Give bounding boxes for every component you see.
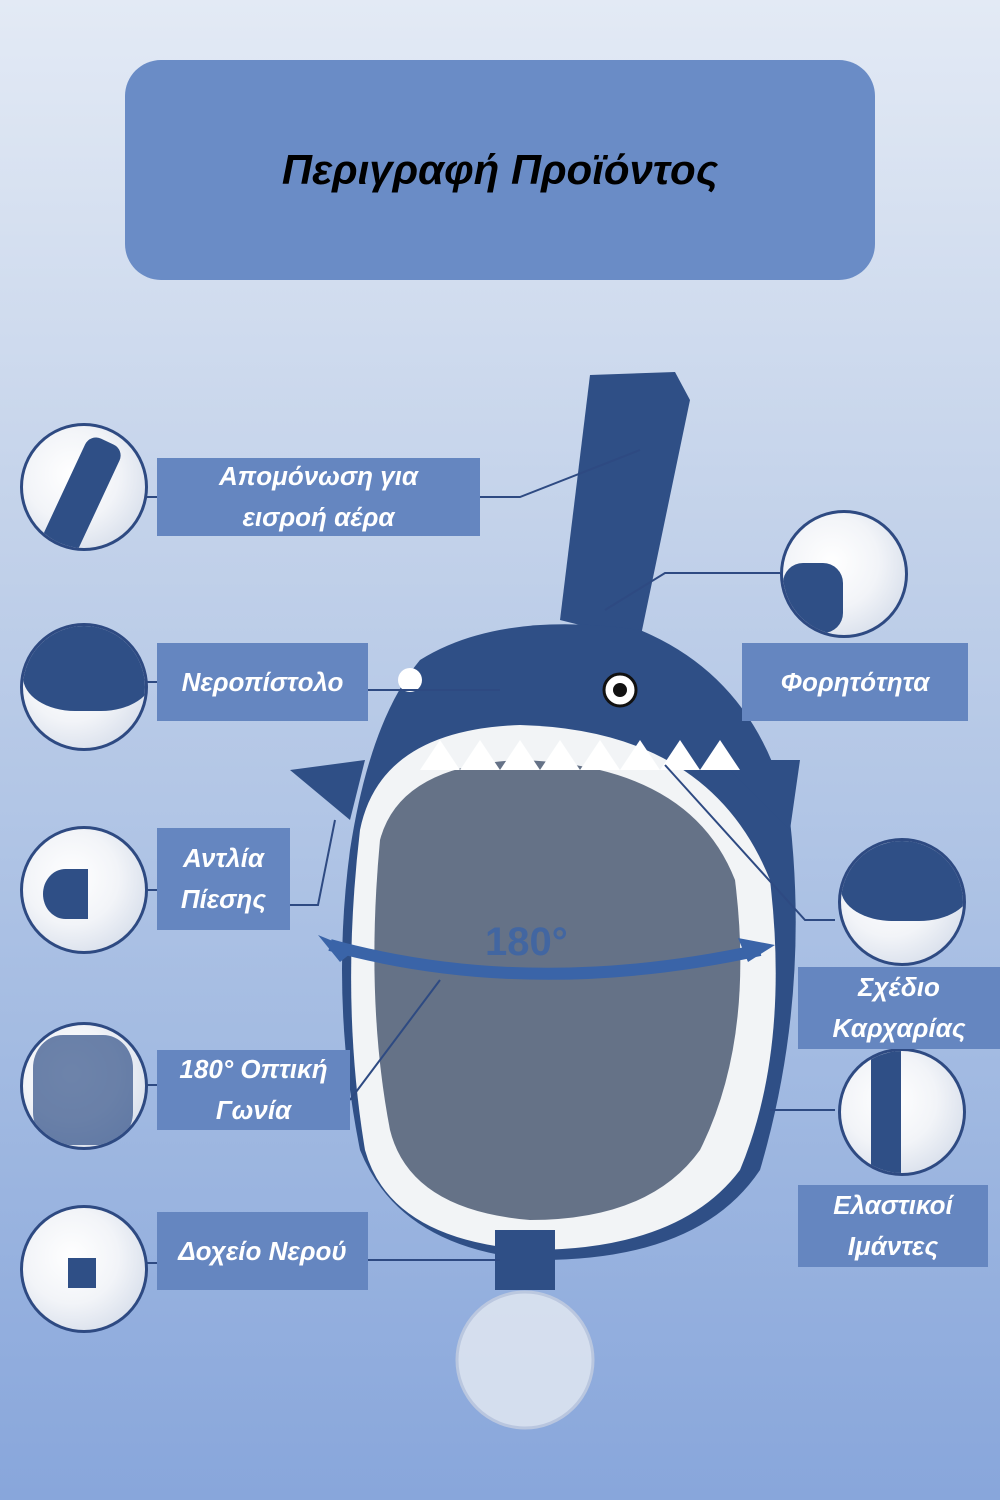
air-inlet-thumbnail <box>20 423 148 551</box>
label-water-gun: Νεροπίστολο <box>157 643 368 721</box>
label-air-inlet: Απομόνωση για εισροή αέρα <box>157 458 480 536</box>
water-tank-thumbnail <box>20 1205 148 1333</box>
water-gun-thumbnail <box>20 623 148 751</box>
label-shark-design: Σχέδιο Καρχαρίας <box>798 967 1000 1049</box>
page-title: Περιγραφή Προϊόντος <box>281 146 719 193</box>
angle-180-mark: 180° <box>485 920 568 964</box>
shark-design-thumbnail <box>838 838 966 966</box>
portability-thumbnail <box>780 510 908 638</box>
straps-thumbnail <box>838 1048 966 1176</box>
label-pump: Αντλία Πίεσης <box>157 828 290 930</box>
label-view-angle: 180° Οπτική Γωνία <box>157 1050 350 1130</box>
label-straps: Ελαστικοί Ιμάντες <box>798 1185 988 1267</box>
view-angle-thumbnail <box>20 1022 148 1150</box>
pump-thumbnail <box>20 826 148 954</box>
label-portability: Φορητότητα <box>742 643 968 721</box>
label-water-tank: Δοχείο Νερού <box>157 1212 368 1290</box>
title-banner: Περιγραφή Προϊόντος <box>125 60 875 280</box>
